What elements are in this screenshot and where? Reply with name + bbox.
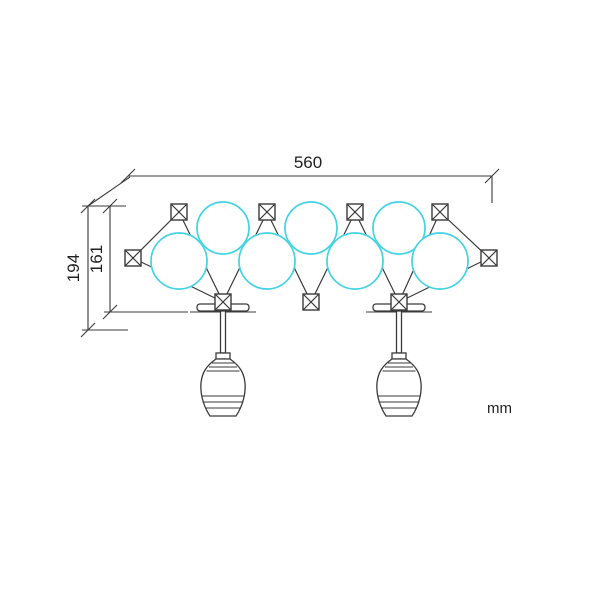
dimension-height-total: 194	[64, 198, 128, 338]
pendant-right-socket	[365, 303, 433, 417]
front-globes	[150, 232, 469, 290]
dimension-width-label: 560	[294, 153, 322, 172]
node-box	[480, 249, 498, 267]
node-box	[390, 293, 408, 311]
node-box	[258, 203, 276, 221]
back-globes	[196, 201, 426, 255]
globe	[372, 201, 426, 255]
dimension-height-inner-label: 161	[87, 245, 106, 273]
globe	[326, 232, 384, 290]
node-box	[302, 293, 320, 311]
globe	[196, 201, 250, 255]
node-box	[346, 203, 364, 221]
node-box	[170, 203, 188, 221]
dimension-height-total-label: 194	[64, 254, 83, 282]
globe	[284, 201, 338, 255]
node-box	[214, 293, 232, 311]
dimension-tick	[120, 168, 136, 184]
globe	[238, 232, 296, 290]
dimension-height-inner: 161	[87, 198, 188, 320]
globe	[411, 232, 469, 290]
unit-label: mm	[487, 400, 512, 417]
node-box	[431, 203, 449, 221]
pendants	[189, 303, 433, 417]
extension-line	[87, 176, 131, 207]
dimension-tick	[102, 198, 118, 214]
node-box	[124, 249, 142, 267]
pendant-left-socket	[189, 303, 257, 417]
dimension-width: 560	[87, 153, 500, 207]
globe	[150, 232, 208, 290]
